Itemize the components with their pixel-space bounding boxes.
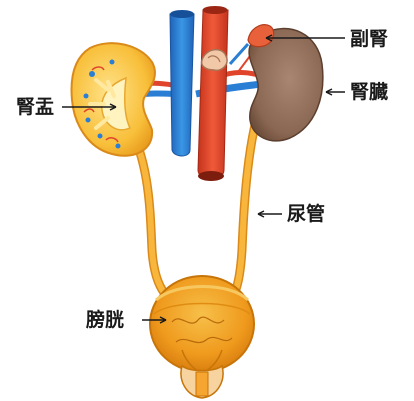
urethra bbox=[181, 366, 223, 398]
kidney-left bbox=[72, 43, 155, 156]
label-bladder: 膀胱 bbox=[86, 311, 124, 330]
aorta bbox=[198, 6, 228, 181]
label-kidney: 腎臓 bbox=[350, 83, 388, 102]
label-ureter: 尿管 bbox=[287, 205, 325, 224]
vena-cava bbox=[170, 10, 194, 156]
label-renal-pelvis: 腎盂 bbox=[16, 98, 54, 117]
label-adrenal-gland: 副腎 bbox=[350, 30, 388, 49]
bladder bbox=[150, 276, 254, 372]
